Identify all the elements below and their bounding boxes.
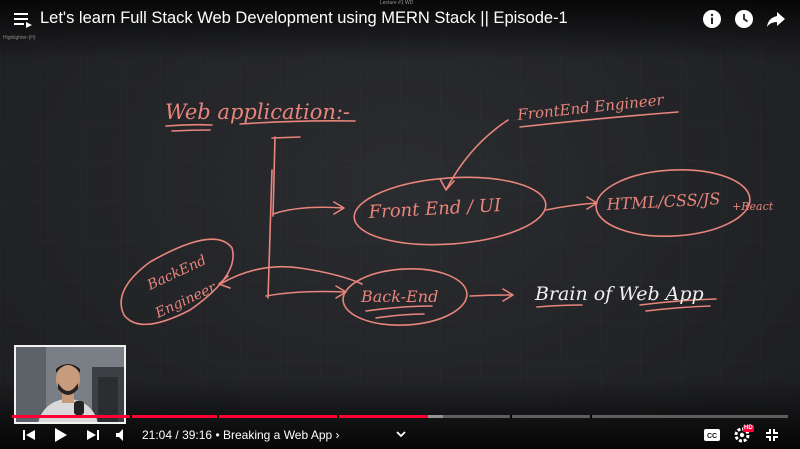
frontend-ellipse xyxy=(353,176,547,246)
playlist-menu-icon[interactable] xyxy=(14,10,32,28)
volume-icon[interactable] xyxy=(113,426,131,444)
highlighter-tag: Highlighter-(H) xyxy=(3,35,36,41)
backend-ellipse xyxy=(342,268,468,326)
chevron-down-icon[interactable] xyxy=(395,427,407,445)
bottom-gradient xyxy=(0,379,800,449)
brain-underline xyxy=(536,304,583,308)
heading-text: Web application:- xyxy=(165,100,350,124)
back-end-text: Back-End xyxy=(360,287,438,306)
hd-badge: HD xyxy=(743,425,754,432)
heading-underline-3 xyxy=(239,120,356,125)
time-separator: / xyxy=(175,428,179,442)
info-icon[interactable] xyxy=(702,9,722,29)
fe-engineer-arrow xyxy=(446,119,509,189)
previous-icon[interactable] xyxy=(20,426,38,444)
chapter-divider xyxy=(510,415,512,418)
settings-gear-icon[interactable]: HD xyxy=(733,425,754,444)
watch-later-clock-icon[interactable] xyxy=(734,9,754,29)
video-title[interactable]: Let's learn Full Stack Web Development u… xyxy=(40,9,568,27)
chapter-divider xyxy=(130,415,132,418)
chapter-divider xyxy=(337,415,339,418)
chapter-divider xyxy=(590,415,592,418)
chapter-arrow[interactable]: › xyxy=(335,428,340,442)
branch-line xyxy=(267,136,301,299)
html-ellipse xyxy=(595,168,751,238)
webcam-overlay xyxy=(14,345,126,424)
duration: 39:16 xyxy=(182,428,213,442)
play-icon[interactable] xyxy=(52,426,70,444)
chapter-divider xyxy=(217,415,219,418)
fullscreen-icon[interactable] xyxy=(763,426,781,444)
chapter-title[interactable]: Breaking a Web App xyxy=(222,428,333,442)
progress-bar[interactable] xyxy=(12,415,788,418)
current-time: 21:04 xyxy=(142,428,173,442)
branch-top-arrow xyxy=(272,206,344,215)
presenter-image xyxy=(16,347,124,422)
next-icon[interactable] xyxy=(84,426,102,444)
heading-underline xyxy=(165,123,213,127)
time-display: 21:04 / 39:16 • Breaking a Web App › xyxy=(142,428,340,442)
lecture-tag: Lecture #1 WD xyxy=(380,0,414,6)
brain-text: Brain of Web App xyxy=(534,283,704,305)
backend-link-arrow xyxy=(221,265,363,285)
top-gradient xyxy=(0,0,800,60)
heading-underline-2 xyxy=(171,129,211,132)
branch-bottom-arrow xyxy=(265,290,346,297)
player-controls: 21:04 / 39:16 • Breaking a Web App › CC … xyxy=(0,424,800,446)
backend-underline xyxy=(365,305,433,312)
fe-engineer-underline xyxy=(519,111,679,128)
progress-played xyxy=(12,415,428,418)
chapter-bullet: • xyxy=(215,428,220,442)
backend-engineer-ellipse xyxy=(120,238,234,326)
svg-text:CC: CC xyxy=(707,433,717,440)
captions-cc-icon[interactable]: CC xyxy=(703,426,721,444)
share-arrow-icon[interactable] xyxy=(766,9,786,29)
react-text: +React xyxy=(732,200,774,213)
